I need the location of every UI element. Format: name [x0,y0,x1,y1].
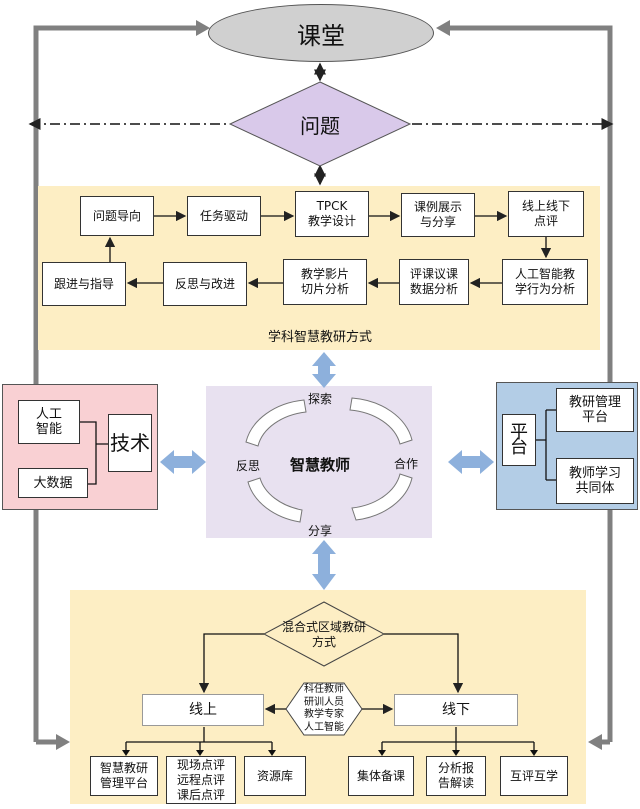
online-resource-box: 资源库 [244,756,306,796]
center-reflect: 反思 [235,459,260,473]
tech-title-box: 技术 [108,414,152,472]
method-reflect-improve: 反思与改进 [163,262,247,306]
offline-box: 线下 [394,694,518,726]
offline-report-box: 分析报 告解读 [426,756,486,796]
regional-participants: 科任教师 研训人员 教学专家 人工智能 [304,684,344,733]
method-tpck-design: TPCK 教学设计 [295,191,369,237]
center-explore: 探索 [307,392,332,406]
regional-title: 混合式区域教研 方式 [281,620,366,649]
classroom-ellipse: 课堂 [208,4,434,62]
center-title: 智慧教师 [289,456,350,474]
method-case-showcase: 课例展示 与分享 [401,193,475,237]
platform-community-box: 教师学习 共同体 [556,458,634,504]
platform-mgmt-box: 教研管理 平台 [556,388,634,432]
offline-mutual-box: 互评互学 [500,756,568,796]
platform-title-box: 平台 [502,414,536,466]
online-review-box: 现场点评 远程点评 课后点评 [166,756,236,804]
offline-prep-box: 集体备课 [348,756,414,796]
online-platform-box: 智慧教研 管理平台 [90,756,158,796]
center-cooperate: 合作 [393,457,418,471]
method-follow-guide: 跟进与指导 [42,262,126,306]
method-ai-behavior: 人工智能教 学行为分析 [502,259,588,305]
method-video-slice: 教学影片 切片分析 [283,259,367,305]
method-review-data: 评课议课 数据分析 [399,259,469,305]
classroom-label: 课堂 [297,21,345,50]
methods-caption: 学科智慧教研方式 [267,330,372,345]
method-online-offline-review: 线上线下 点评 [508,191,584,237]
method-problem-oriented: 问题导向 [80,196,154,236]
tech-ai-box: 人工 智能 [18,400,80,444]
center-share: 分享 [307,524,332,538]
tech-bigdata-box: 大数据 [18,468,88,498]
problem-label: 问题 [300,114,340,138]
method-task-driven: 任务驱动 [187,196,261,236]
online-box: 线上 [142,694,264,726]
